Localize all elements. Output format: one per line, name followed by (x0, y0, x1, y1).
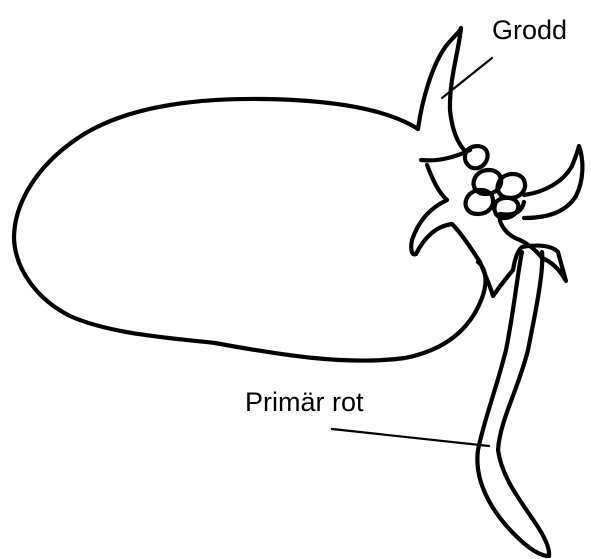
primary-root-leader-line (332, 429, 489, 446)
primary-root-label: Primär rot (245, 387, 364, 417)
sprout-leader-line (442, 58, 492, 98)
root-collar (480, 202, 566, 296)
primary-root (477, 252, 549, 556)
sprout-label: Grodd (492, 15, 567, 45)
right-leaf (524, 146, 582, 218)
bud-cluster-upper (465, 146, 488, 168)
sprout (418, 28, 466, 152)
